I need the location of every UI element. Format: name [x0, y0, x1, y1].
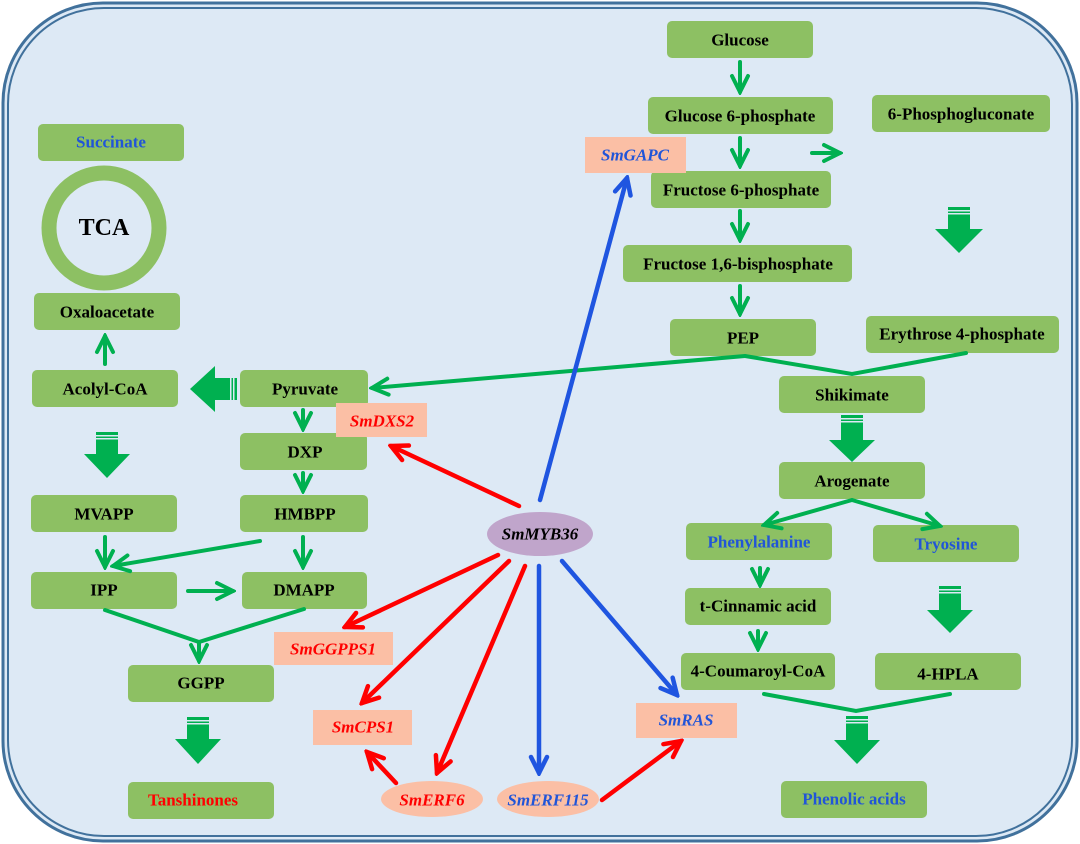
arrow-myb36-to-smras	[559, 558, 677, 695]
svg-text:DMAPP: DMAPP	[273, 581, 334, 600]
node-4-hpla: 4-HPLA	[875, 653, 1021, 690]
tca-cycle: TCA	[41, 165, 167, 291]
arrow-pep-to-pyruvate	[372, 354, 747, 388]
svg-text:Fructose 1,6-bisphosphate: Fructose 1,6-bisphosphate	[643, 255, 833, 274]
flux-arrow-merge-to-phenolic-acids	[834, 716, 880, 764]
node-pyruvate: Pyruvate	[240, 370, 368, 407]
node-succinate: Succinate	[38, 124, 184, 161]
line-coumaroyl-hpla-merge	[762, 692, 952, 714]
svg-text:6-Phosphogluconate: 6-Phosphogluconate	[888, 105, 1035, 124]
node-tanshinones: Tanshinones	[128, 782, 274, 819]
node-6-phosphogluconate: 6-Phosphogluconate	[872, 95, 1050, 132]
svg-text:DXP: DXP	[288, 443, 323, 462]
svg-text:MVAPP: MVAPP	[74, 505, 133, 524]
svg-text:Phenylalanine: Phenylalanine	[708, 533, 811, 552]
svg-text:Shikimate: Shikimate	[815, 386, 889, 405]
gene-smerf6: SmERF6	[381, 781, 483, 817]
node-t-cinnamic-acid: t-Cinnamic acid	[685, 588, 831, 625]
flux-arrow-shikimate-to-arogenate	[829, 415, 875, 462]
svg-text:SmGGPPS1: SmGGPPS1	[290, 640, 376, 659]
svg-text:Pyruvate: Pyruvate	[272, 380, 339, 399]
svg-text:TCA: TCA	[79, 215, 130, 241]
flux-arrow-tryosine-to-hpla	[927, 586, 973, 633]
node-mvapp: MVAPP	[31, 495, 177, 532]
arrow-arogenate-to-phenylalanine	[764, 498, 854, 525]
flux-arrow-pyruvate-to-acolyl	[190, 366, 237, 412]
arrow-myb36-to-smgapc	[537, 178, 627, 503]
transcription-factor-smmyb36: SmMYB36	[487, 512, 593, 556]
pathway-arrows	[105, 60, 968, 714]
svg-text:GGPP: GGPP	[177, 674, 224, 693]
svg-text:t-Cinnamic acid: t-Cinnamic acid	[700, 597, 817, 616]
flux-arrow-6pg-to-shikimate	[935, 207, 983, 253]
svg-text:Phenolic acids: Phenolic acids	[802, 790, 906, 809]
node-ipp: IPP	[31, 572, 177, 609]
svg-text:SmGAPC: SmGAPC	[601, 146, 670, 165]
svg-text:IPP: IPP	[90, 581, 117, 600]
gene-smdxs2: SmDXS2	[336, 403, 427, 437]
svg-text:HMBPP: HMBPP	[274, 505, 335, 524]
node-shikimate: Shikimate	[779, 376, 925, 413]
line-pep-e4p-to-shikimate	[743, 351, 968, 377]
arrow-myb36-to-smdxs2	[391, 446, 522, 509]
gene-smcps1: SmCPS1	[313, 710, 412, 745]
arrow-myb36-to-smcps1	[362, 558, 512, 703]
svg-text:Tanshinones: Tanshinones	[148, 791, 238, 810]
node-hmbpp: HMBPP	[240, 495, 368, 532]
svg-text:Tryosine: Tryosine	[915, 535, 978, 554]
node-dmapp: DMAPP	[242, 572, 367, 609]
node-pep: PEP	[670, 319, 816, 356]
node-tryosine: Tryosine	[873, 525, 1019, 562]
svg-text:Glucose: Glucose	[711, 31, 769, 50]
svg-text:SmRAS: SmRAS	[659, 711, 714, 730]
node-erythrose-4-phosphate: Erythrose 4-phosphate	[866, 316, 1059, 353]
gene-smggpps1: SmGGPPS1	[274, 632, 393, 665]
svg-text:Arogenate: Arogenate	[814, 472, 890, 491]
svg-text:Erythrose 4-phosphate: Erythrose 4-phosphate	[879, 325, 1045, 344]
flux-arrows	[84, 207, 983, 764]
node-phenolic-acids: Phenolic acids	[781, 781, 927, 818]
arrow-smerf115-to-smras	[599, 741, 681, 803]
node-ggpp: GGPP	[128, 665, 274, 702]
svg-text:SmMYB36: SmMYB36	[502, 525, 579, 544]
node-phenylalanine: Phenylalanine	[686, 523, 832, 560]
arrow-arogenate-to-tryosine	[850, 498, 940, 526]
svg-text:Succinate: Succinate	[76, 133, 146, 152]
svg-text:SmDXS2: SmDXS2	[350, 412, 415, 431]
flux-arrow-acolyl-to-mvapp	[84, 432, 130, 478]
svg-text:Fructose 6-phosphate: Fructose 6-phosphate	[663, 181, 820, 200]
node-glucose: Glucose	[667, 21, 813, 58]
arrow-myb36-to-smerf6	[437, 563, 528, 773]
svg-text:4-Coumaroyl-CoA: 4-Coumaroyl-CoA	[691, 662, 826, 681]
svg-text:Glucose 6-phosphate: Glucose 6-phosphate	[665, 107, 816, 126]
gene-smgapc: SmGAPC	[585, 137, 686, 173]
svg-text:PEP: PEP	[727, 329, 759, 348]
regulatory-arrows	[345, 178, 681, 803]
arrow-myb36-to-smggpps1	[345, 552, 501, 627]
node-4-coumaroyl-coa: 4-Coumaroyl-CoA	[681, 653, 835, 690]
arrow-hmbpp-to-ipp	[113, 539, 262, 566]
svg-text:Acolyl-CoA: Acolyl-CoA	[63, 380, 149, 399]
svg-text:4-HPLA: 4-HPLA	[917, 665, 979, 684]
gene-smras: SmRAS	[636, 703, 737, 738]
arrow-smerf6-to-smcps1	[367, 752, 399, 786]
node-arogenate: Arogenate	[779, 462, 925, 499]
node-dxp: DXP	[240, 433, 367, 470]
svg-text:SmCPS1: SmCPS1	[332, 718, 394, 737]
svg-text:Oxaloacetate: Oxaloacetate	[60, 303, 155, 322]
flux-arrow-ggpp-to-tanshinones	[175, 717, 221, 764]
svg-text:SmERF6: SmERF6	[399, 791, 465, 810]
node-oxaloacetate: Oxaloacetate	[34, 293, 180, 330]
svg-text:SmERF115: SmERF115	[507, 791, 589, 810]
node-glucose-6-phosphate: Glucose 6-phosphate	[648, 97, 833, 134]
gene-smerf115: SmERF115	[497, 781, 599, 817]
node-acolyl-coa: Acolyl-CoA	[32, 370, 178, 407]
node-fructose-6-phosphate: Fructose 6-phosphate	[651, 171, 831, 208]
node-fructose-16-bisphosphate: Fructose 1,6-bisphosphate	[623, 245, 852, 282]
